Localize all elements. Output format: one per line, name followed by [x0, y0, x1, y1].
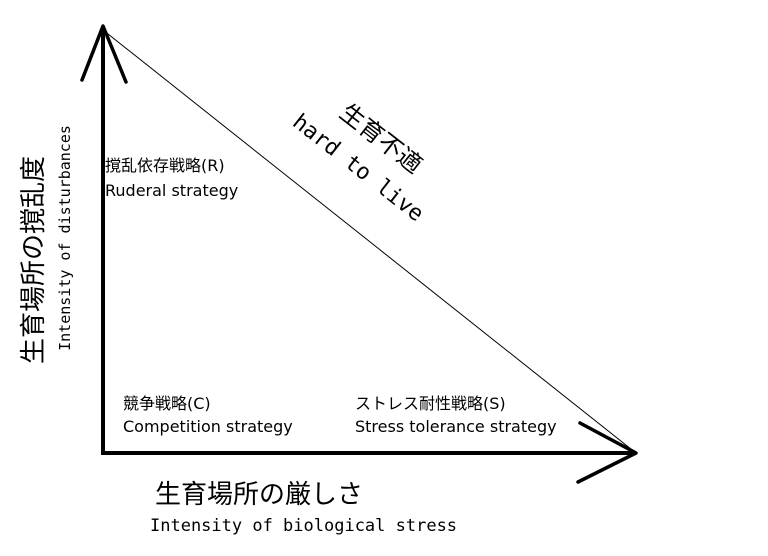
x-axis-title-ja: 生育場所の厳しさ: [155, 480, 363, 510]
stress-strategy-label-ja: ストレス耐性戦略(S): [355, 394, 506, 413]
diagonal-label: 生育不適 hard to live: [288, 98, 429, 227]
y-axis-title-en: Intensity of disturbances: [56, 125, 74, 351]
y-axis-arrowhead: [80, 24, 128, 84]
ruderal-strategy-label-ja: 撹乱依存戦略(R): [105, 156, 225, 175]
ruderal-strategy-label-en: Ruderal strategy: [105, 181, 238, 200]
stress-strategy-label-en: Stress tolerance strategy: [355, 417, 557, 436]
competition-strategy-label-en: Competition strategy: [123, 417, 293, 436]
y-axis-title-ja: 生育場所の撹乱度: [19, 156, 49, 364]
x-axis-title-en: Intensity of biological stress: [150, 516, 457, 536]
diagonal-line: [102, 29, 637, 454]
competition-strategy-label-ja: 競争戦略(C): [123, 394, 211, 413]
